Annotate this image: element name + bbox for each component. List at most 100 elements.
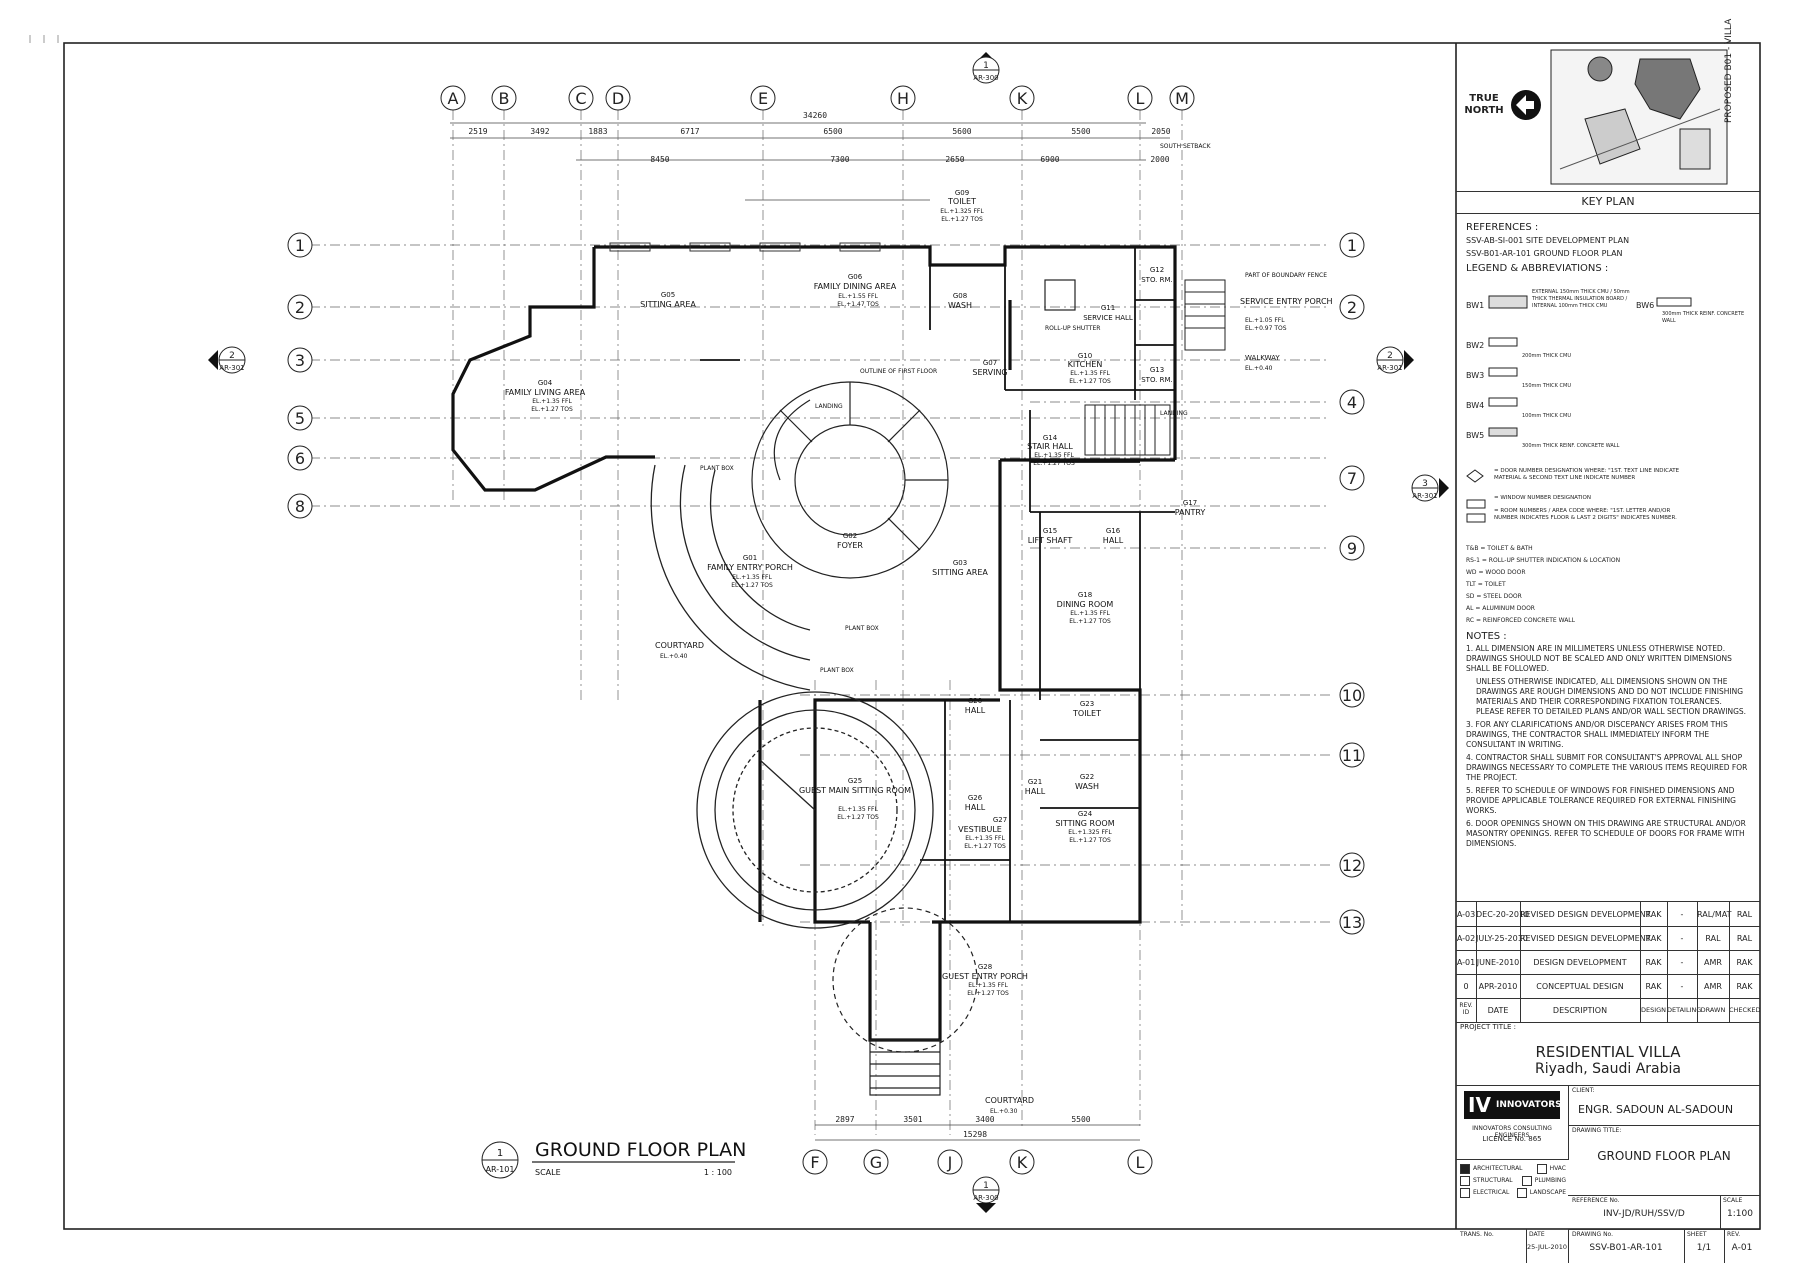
section-west-marker: 2 AR-301	[208, 346, 246, 374]
discipline-checkboxes: ARCHITECTURAL HVAC STRUCTURAL PLUMBING E…	[1460, 1163, 1566, 1199]
svg-text:VESTIBULE: VESTIBULE	[958, 825, 1002, 834]
svg-text:HALL: HALL	[1025, 787, 1046, 796]
grid-bubble-top-E: E	[750, 85, 776, 111]
section-east-marker-2: 2 AR-301	[1376, 346, 1414, 374]
checkbox-empty-icon	[1460, 1175, 1470, 1186]
grid-bubble-right-9: 9	[1339, 535, 1365, 561]
svg-text:4: 4	[1347, 393, 1357, 412]
svg-text:12: 12	[1342, 856, 1362, 875]
revision-row: 0 APR-2010 CONCEPTUAL DESIGN RAK - AMR R…	[1456, 974, 1760, 999]
dim-top2-2: 7300	[830, 155, 849, 164]
svg-text:1: 1	[983, 1181, 989, 1191]
svg-text:B: B	[499, 89, 510, 108]
svg-text:FAMILY LIVING AREA: FAMILY LIVING AREA	[505, 388, 586, 397]
svg-text:SERVING: SERVING	[972, 368, 1007, 377]
courtyard-2-label: COURTYARD	[985, 1096, 1034, 1105]
svg-text:EL.+1.27 TOS: EL.+1.27 TOS	[731, 582, 773, 589]
legend-desc: 300mm THICK REINF. CONCRETE WALL	[1662, 311, 1745, 324]
grid-bubble-right-1: 1	[1339, 232, 1365, 258]
project-location: Riyadh, Saudi Arabia	[1535, 1061, 1681, 1077]
svg-text:G25: G25	[848, 777, 862, 785]
legend-symbol-desc: = ROOM NUMBERS / AREA CODE WHERE: "1ST. …	[1494, 508, 1677, 521]
svg-text:G26: G26	[968, 794, 983, 802]
svg-text:K: K	[1017, 1153, 1028, 1172]
svg-text:G14: G14	[1043, 434, 1058, 442]
svg-text:10: 10	[1342, 686, 1362, 705]
client-label: CLIENT:	[1572, 1087, 1595, 1094]
rev-block: REV. A-01	[1724, 1229, 1760, 1263]
svg-text:G28: G28	[978, 963, 992, 971]
project-title-label: PROJECT TITLE :	[1460, 1023, 1516, 1031]
revision-header: REV. ID DATE DESCRIPTION DESIGN DETAILIN…	[1456, 998, 1760, 1023]
dim-top-5: 6500	[823, 127, 842, 136]
service-entry-label: SERVICE ENTRY PORCH	[1240, 297, 1333, 306]
firm-name: INNOVATORS CONSULTING ENGINEERS	[1472, 1125, 1552, 1139]
svg-text:AR-101: AR-101	[486, 1165, 515, 1174]
grid-lines-horizontal	[310, 244, 1330, 923]
svg-text:L: L	[1136, 89, 1145, 108]
svg-text:H: H	[897, 89, 909, 108]
svg-text:EL.+1.47 TOS: EL.+1.47 TOS	[837, 301, 879, 308]
svg-text:G23: G23	[1080, 700, 1094, 708]
svg-text:1: 1	[295, 236, 305, 255]
drawing-no-value: SSV-B01-AR-101	[1589, 1243, 1663, 1253]
svg-text:EL.+0.40: EL.+0.40	[1245, 365, 1273, 372]
boundary-label: PART OF BOUNDARY FENCE	[1245, 272, 1327, 279]
svg-text:L: L	[1136, 1153, 1145, 1172]
key-plan-area: TRUE NORTH PROPOSED B01 - VILLA	[1456, 19, 1760, 192]
svg-text:WASH: WASH	[1075, 782, 1099, 791]
drawing-title-label: DRAWING TITLE:	[1572, 1127, 1622, 1134]
svg-text:EL.+1.325 FFL: EL.+1.325 FFL	[1068, 829, 1112, 836]
guest-entry-porch	[832, 907, 978, 1096]
svg-text:G09: G09	[955, 189, 969, 197]
legend-desc: 200mm THICK CMU	[1522, 353, 1571, 359]
svg-text:E: E	[758, 89, 768, 108]
interior-walls	[700, 247, 1175, 922]
checkbox-empty-icon	[1536, 1163, 1547, 1174]
logo-mark-icon: IV	[1468, 1093, 1491, 1117]
dim-bottom-total: 15298	[963, 1130, 987, 1139]
grid-bubble-bottom-J: J	[937, 1149, 963, 1175]
svg-text:F: F	[810, 1153, 819, 1172]
dim-bottom-2: 3501	[903, 1115, 922, 1124]
svg-text:EL.+1.27 TOS: EL.+1.27 TOS	[531, 406, 573, 413]
legend-desc: 300mm THICK REINF. CONCRETE WALL	[1522, 443, 1620, 449]
svg-text:FAMILY DINING AREA: FAMILY DINING AREA	[814, 282, 897, 291]
drawing-title: GROUND FLOOR PLAN	[1597, 1149, 1731, 1163]
bottom-row: TRANS. No. DATE 25-JUL-2010 DRAWING No. …	[1456, 1229, 1760, 1263]
svg-text:G27: G27	[993, 816, 1007, 824]
svg-text:SITTING ROOM: SITTING ROOM	[1055, 819, 1114, 828]
svg-text:EL.+1.27 TOS: EL.+1.27 TOS	[1033, 460, 1075, 467]
date-label: DATE	[1529, 1231, 1545, 1238]
drawing-no-block: DRAWING No. SSV-B01-AR-101	[1568, 1229, 1685, 1263]
plant-box-3: PLANT BOX	[820, 667, 854, 674]
grid-bubble-left-5: 5	[287, 405, 313, 431]
svg-text:2: 2	[1387, 351, 1393, 361]
note-item: UNLESS OTHERWISE INDICATED, ALL DIMENSIO…	[1476, 677, 1747, 716]
svg-text:TOILET: TOILET	[1072, 709, 1101, 718]
svg-text:G06: G06	[848, 273, 863, 281]
grid-bubble-right-12: 12	[1339, 852, 1365, 878]
note-item: 4. CONTRACTOR SHALL SUBMIT FOR CONSULTAN…	[1466, 753, 1748, 782]
dim-top-6: 5600	[952, 127, 971, 136]
svg-text:EL.+0.30: EL.+0.30	[990, 1108, 1018, 1115]
svg-text:G04: G04	[538, 379, 553, 387]
legend-tag: BW3	[1466, 371, 1485, 380]
svg-text:13: 13	[1342, 913, 1362, 932]
svg-text:5: 5	[295, 409, 305, 428]
dimension-labels: 34260 2519 3492 1883 6717 6500 5600 5500…	[468, 111, 1170, 1139]
svg-text:STAIR HALL: STAIR HALL	[1027, 442, 1073, 451]
checkbox-empty-icon	[1516, 1187, 1527, 1198]
plan-annotations: SERVICE ENTRY PORCH EL.+1.05 FFL EL.+0.9…	[655, 143, 1333, 1115]
checkbox-checked-icon	[1460, 1163, 1470, 1174]
service-entry-steps	[1184, 279, 1226, 351]
